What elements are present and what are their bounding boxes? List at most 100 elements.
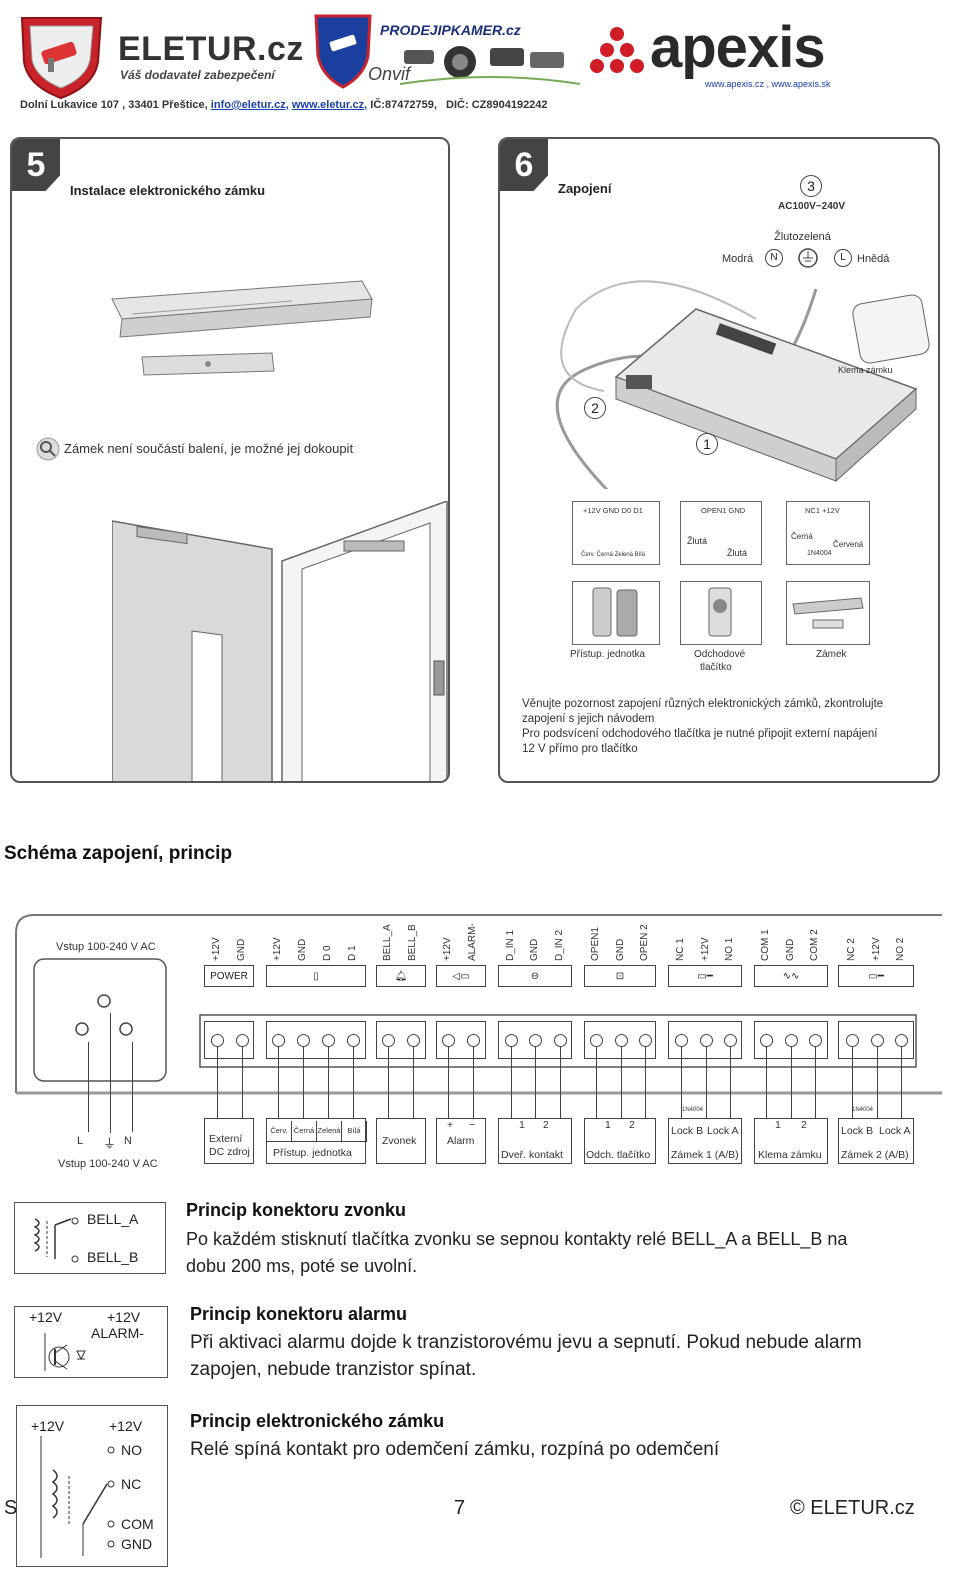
cerna-label: Černá [791,532,813,541]
apexis-urls: www.apexis.cz , www.apexis.sk [705,79,831,89]
mains-ground-icon: ⏚ [103,1136,117,1151]
terminal-screw [871,1034,884,1047]
cervena-label: Červená [833,540,864,549]
mains-wire-n [132,1042,133,1132]
lock-com-label: COM [121,1516,154,1532]
zlutozelena-label: Žlutozelená [774,231,831,243]
alarm-minus-label: ALARM- [91,1325,144,1341]
access-unit-label: Přístup. jednotka [273,1147,352,1159]
eletur-shield-logo [20,17,103,100]
terminal-label: BELL_A [382,924,393,961]
lock1-device: Lock B Lock A Zámek 1 (A/B) [668,1118,742,1164]
email-link[interactable]: info@eletur.cz, [210,99,289,111]
alarm-principle-text-2: zapojen, nebude tranzistor spínat. [190,1359,477,1380]
zluta-label-1: Žlutá [687,536,708,546]
diode-label: 1N4004 [807,550,832,557]
exit-button-device: 1 2 Odch. tlačítko [584,1118,656,1164]
lock1-a: Lock A [707,1125,739,1137]
bell-a-label: BELL_A [87,1211,139,1227]
bell-icon: 🔔︎ [394,970,408,982]
bell-principle-text-1: Po každém stisknutí tlačítka zvonku se s… [186,1229,848,1249]
alarm-principle-text-1: Při aktivaci alarmu dojde k tranzistorov… [190,1332,862,1353]
mains-wire-pe [110,1013,111,1133]
web-link[interactable]: www.eletur.cz, [291,99,368,111]
terminal-wire [766,1047,767,1118]
power-symbol: POWER [204,965,254,987]
keypad-symbol-icon: ▯ [313,970,319,982]
access-wire-color: Bílá [342,1121,367,1141]
header: ELETUR.cz Váš dodavatel zabezpečení PROD… [0,0,960,125]
apexis-brand: apexis [650,15,826,80]
magnifier-icon [36,437,60,461]
ground-icon [798,248,818,268]
terminal-wire [621,1047,622,1118]
access-wire-color: Černá [292,1121,317,1141]
lock-gnd-label: GND [121,1536,153,1552]
terminal-screw [615,1034,628,1047]
cameras-icon [400,46,580,85]
exit-button-2: 2 [629,1119,635,1131]
alarm-symbol: ◁▭ [436,965,486,987]
terminal-label: GND [615,938,626,961]
terminal-screw [236,1034,249,1047]
note-line-1: Věnujte pozornost zapojení různých elekt… [522,698,884,710]
lock-terminal-2: 2 [801,1119,807,1131]
terminal-label: COM 1 [760,929,771,961]
note-line-4: 12 V přímo pro tlačítko [522,743,638,755]
terminal-screw [407,1034,420,1047]
terminal-label: +12V [871,937,882,961]
bell-principle-diagram: BELL_A BELL_B [14,1202,166,1274]
terminal-screw [846,1034,859,1047]
panel-5-installation: 5 Instalace elektronického zámku Zámek n… [10,137,450,783]
eletur-brand: ELETUR.cz [118,30,304,68]
footer-copyright: © ELETUR.cz [790,1497,915,1519]
lock1-label: Zámek 1 (A/B) [671,1149,739,1161]
alarm-plus: + [447,1119,454,1131]
lock-principle-title: Princip elektronického zámku [190,1411,445,1431]
connector-access-pins: +12V GND D0 D1 [583,506,643,515]
modra-label: Modrá [722,253,754,265]
terminal-wire [560,1047,561,1118]
device-exit-label-1: Odchodové [694,649,746,660]
lock-terminal-1: 1 [775,1119,781,1131]
terminal-screw [809,1034,822,1047]
lock-12v-right: +12V [109,1418,143,1434]
door-contact-label: Dveř. kontakt [501,1149,563,1161]
alarm-principle-title: Princip konektoru alarmu [190,1304,408,1324]
exit-button-label: Odch. tlačítko [586,1149,651,1161]
circle-1-marker: 1 [696,433,718,455]
connector-exit-pins: OPEN1 GND [701,506,746,515]
terminal-wire [681,1047,682,1118]
terminal-label: NC 2 [846,938,857,961]
panel-6-wiring: 6 Zapojení 3 AC100V~240V Žlutozelená Mod… [498,137,940,783]
push-button-icon: ⊡ [615,970,625,982]
page-number: 7 [454,1497,466,1519]
transistor-icon [44,1333,86,1371]
mains-l-label: L [77,1135,84,1147]
controller-illustration [555,280,930,489]
terminal-screw [505,1034,518,1047]
alarm-12v-right: +12V [107,1309,141,1325]
alarm-minus: − [469,1119,476,1131]
panel-5-note: Zámek není součástí balení, je možné jej… [64,441,354,456]
lock2-b: Lock B [841,1125,874,1137]
panel-6-notes: Věnujte pozornost zapojení různých elekt… [522,697,883,757]
terminal-screw [322,1034,335,1047]
exit-button-image [680,581,762,645]
lock-principle-text: Relé spíná kontakt pro odemčení zámku, r… [190,1439,720,1460]
input-voltage-bottom: Vstup 100-240 V AC [58,1158,158,1170]
terminal-wire [852,1047,853,1118]
terminal-wire [791,1047,792,1118]
terminal-screw [675,1034,688,1047]
terminal-wire [278,1047,279,1118]
door-contact-device: 1 2 Dveř. kontakt [498,1118,572,1164]
terminal-wire [413,1047,414,1118]
access-unit-symbol: ▯ [266,965,366,987]
step-badge-5: 5 [12,139,60,191]
connector-access-box: +12V GND D0 D1 Červ. Černá Zelená Bílá [572,501,660,565]
lock2-label: Zámek 2 (A/B) [841,1149,909,1161]
note-line-2: zapojení s jejich návodem [522,713,655,725]
lock-nc-label: NC [121,1476,142,1492]
terminal-label: GND [236,938,247,961]
